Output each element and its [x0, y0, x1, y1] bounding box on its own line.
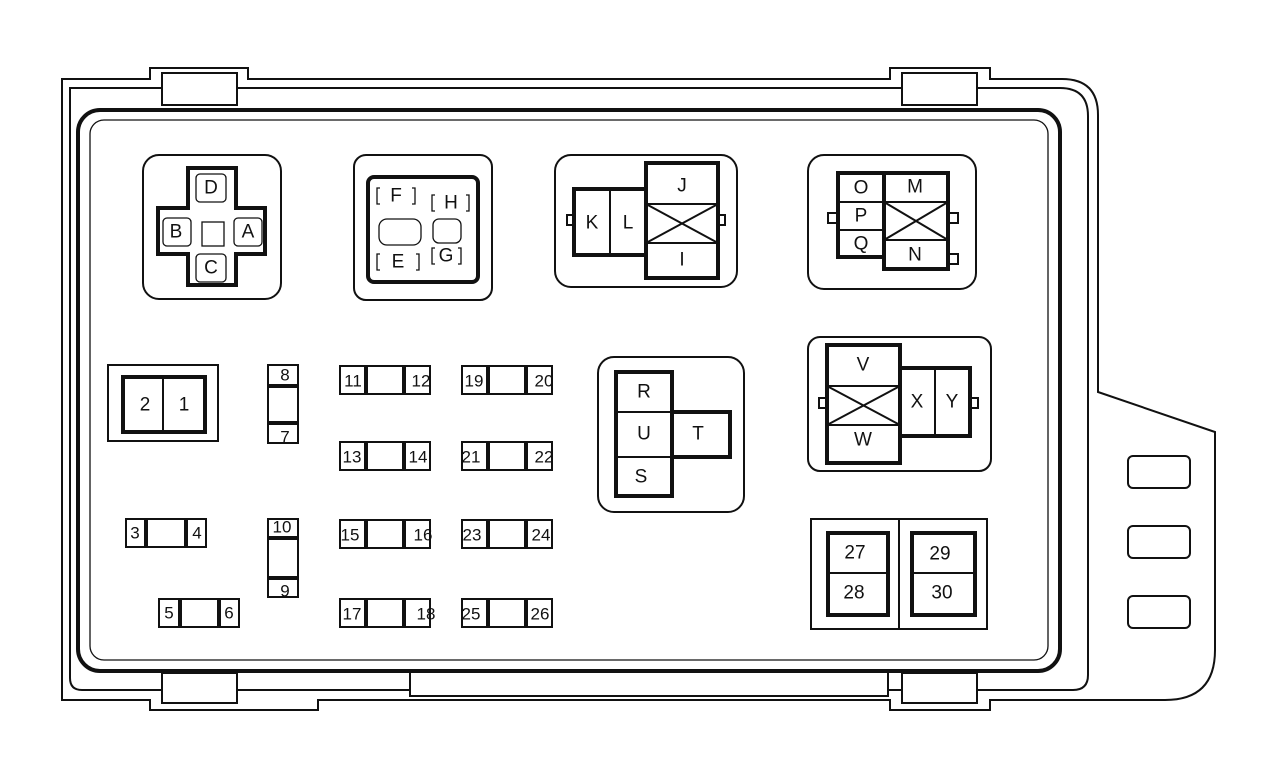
fuse-21-22: 21 22: [461, 441, 554, 471]
fuse-terminal-30: 30: [931, 583, 952, 604]
relay-terminal-h: H: [444, 193, 458, 214]
relay-terminal-y: Y: [946, 392, 959, 413]
relay-box-abcd: A B C D: [142, 154, 282, 300]
relay-terminal-v: V: [857, 355, 870, 376]
fuse-terminal-15: 15: [341, 526, 360, 545]
relay-terminal-b: B: [170, 222, 183, 243]
fuse-terminal-1: 1: [179, 395, 190, 416]
relay-terminal-p: P: [855, 206, 868, 227]
housing-slot-3: [1127, 595, 1191, 629]
fuse-terminal-10: 10: [273, 518, 292, 537]
fuse-5-6: 5 6: [158, 598, 240, 628]
relay-terminal-d: D: [204, 178, 218, 199]
fuse-19-20: 19 20: [461, 365, 554, 395]
fuse-terminal-3: 3: [130, 524, 139, 543]
fuse-13-14: 13 14: [339, 441, 431, 471]
fuse-3-4: 3 4: [125, 518, 207, 548]
fuse-terminal-2: 2: [140, 395, 151, 416]
fuse-terminal-28: 28: [843, 583, 864, 604]
fuse-10-9: 10 9: [267, 518, 299, 601]
relay-terminal-r: R: [637, 382, 651, 403]
fuse-terminal-16: 16: [414, 526, 433, 545]
maxi-fuse-block: 27 28 29 30: [810, 518, 988, 630]
relay-terminal-n: N: [908, 245, 922, 266]
fuse-terminal-20: 20: [535, 372, 554, 391]
fuse-terminal-22: 22: [535, 448, 554, 467]
relay-terminal-f: F: [390, 186, 402, 207]
relay-terminal-c: C: [204, 258, 218, 279]
fuse-terminal-11: 11: [344, 372, 362, 391]
fuse-terminal-27: 27: [844, 543, 865, 564]
fuse-17-18: 17 18: [339, 598, 436, 628]
relay-terminal-x: X: [911, 392, 924, 413]
relay-terminal-t: T: [692, 424, 704, 445]
fuse-terminal-25: 25: [462, 605, 481, 624]
fuse-11-12: 11 12: [339, 365, 431, 395]
fuse-terminal-26: 26: [531, 605, 550, 624]
fuse-terminal-17: 17: [343, 605, 362, 624]
fuse-terminal-6: 6: [224, 604, 233, 623]
fuse-terminal-9: 9: [280, 582, 289, 601]
relay-box-vwxy: V W X Y: [807, 336, 992, 472]
relay-terminal-u: U: [637, 424, 651, 445]
relay-terminal-k: K: [586, 213, 599, 234]
fuse-2-1: 2 1: [107, 364, 219, 442]
fuse-8-7: 8 7: [267, 364, 299, 447]
relay-terminal-l: L: [623, 213, 634, 234]
fuse-terminal-24: 24: [532, 526, 551, 545]
housing-slot-1: [1127, 455, 1191, 489]
fuse-box-housing: [61, 67, 1216, 711]
relay-terminal-j: J: [677, 176, 687, 197]
fuse-23-24: 23 24: [461, 519, 553, 549]
relay-terminal-g: G: [439, 246, 454, 267]
fuse-terminal-7: 7: [280, 428, 289, 447]
relay-box-ijkl: J I K L: [554, 154, 738, 288]
relay-terminal-q: Q: [854, 234, 869, 255]
fuse-terminal-12: 12: [412, 372, 431, 391]
fuse-terminal-19: 19: [465, 372, 484, 391]
housing-slot-2: [1127, 525, 1191, 559]
relay-terminal-a: A: [242, 222, 255, 243]
fuse-25-26: 25 26: [461, 598, 553, 628]
relay-terminal-o: O: [854, 178, 869, 199]
fuse-terminal-8: 8: [280, 366, 289, 385]
relay-terminal-e: E: [392, 252, 405, 273]
relay-box-mnopq: M N O P Q: [807, 154, 977, 290]
fuse-terminal-21: 21: [462, 448, 481, 467]
fuse-terminal-13: 13: [343, 448, 362, 467]
fuse-terminal-14: 14: [409, 448, 428, 467]
relay-terminal-w: W: [854, 430, 872, 451]
relay-terminal-s: S: [635, 467, 648, 488]
fuse-terminal-4: 4: [192, 524, 201, 543]
fuse-terminal-18: 18: [417, 605, 436, 624]
relay-terminal-i: I: [679, 250, 684, 271]
relay-terminal-m: M: [907, 177, 923, 198]
fuse-15-16: 15 16: [339, 519, 433, 549]
relay-box-rstu: R U S T: [597, 356, 745, 513]
relay-box-efgh: F H G E: [353, 154, 493, 301]
fuse-terminal-23: 23: [463, 526, 482, 545]
fuse-terminal-5: 5: [164, 604, 173, 623]
fuse-terminal-29: 29: [929, 544, 950, 565]
